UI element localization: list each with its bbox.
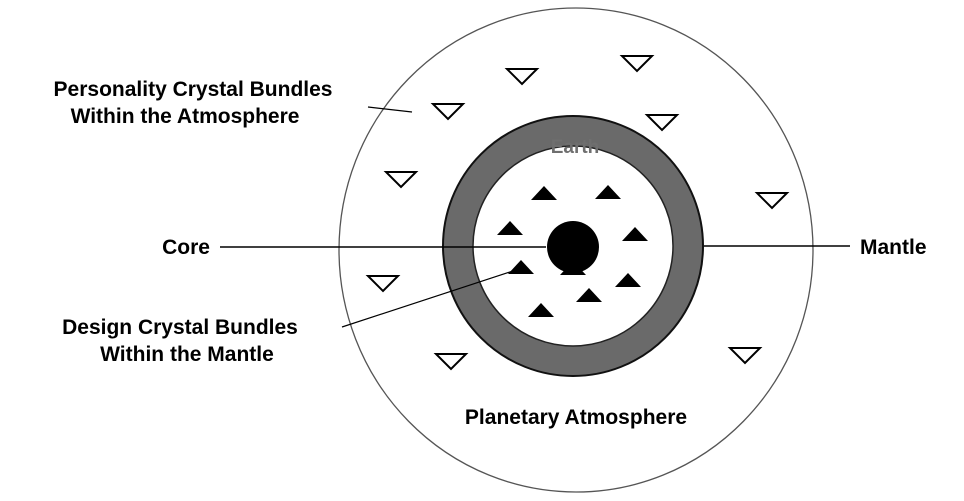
mantle-label: Mantle [860, 236, 927, 259]
design-label-line2: Within the Mantle [100, 343, 274, 366]
personality-label-line1: Personality Crystal Bundles [54, 78, 333, 101]
design-label-line1: Design Crystal Bundles [62, 316, 298, 339]
earth-label: Earth [551, 137, 600, 158]
atmosphere-label: Planetary Atmosphere [465, 406, 687, 429]
personality-label-line2: Within the Atmosphere [71, 105, 300, 128]
core-label: Core [162, 236, 210, 259]
